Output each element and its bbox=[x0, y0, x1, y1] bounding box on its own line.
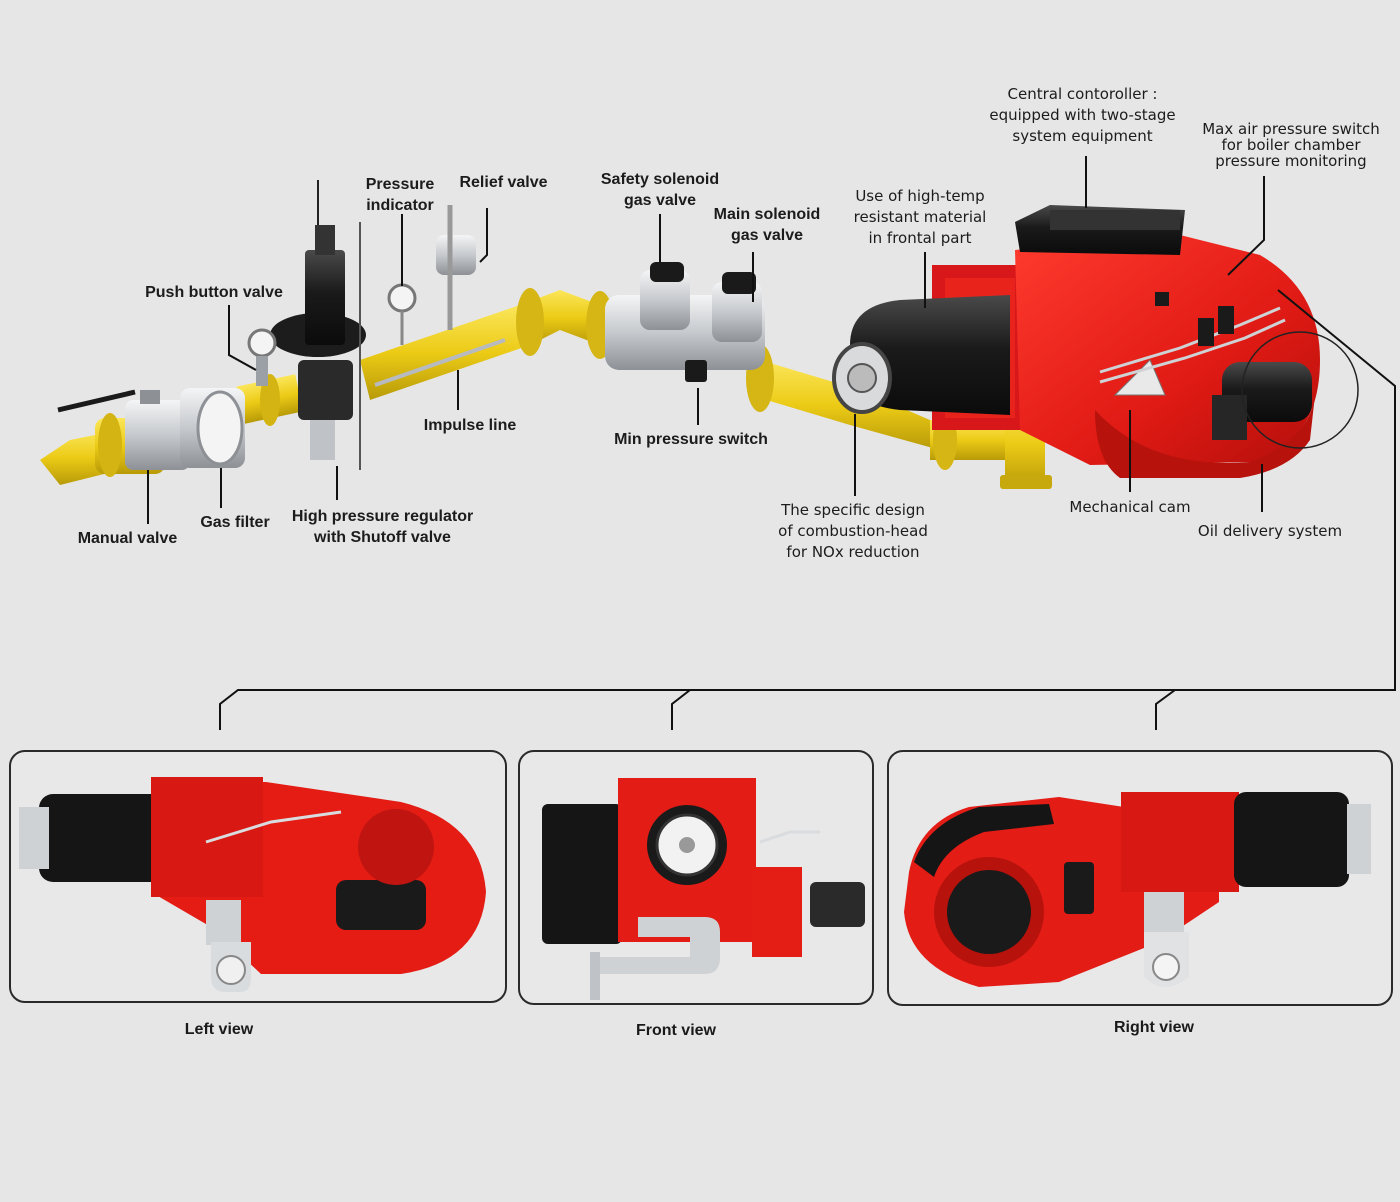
label-oil-delivery: Oil delivery system bbox=[1197, 522, 1343, 540]
gas-filter bbox=[180, 388, 245, 468]
burner-body bbox=[832, 205, 1359, 478]
caption-left-view: Left view bbox=[184, 1021, 254, 1038]
manual-valve bbox=[57, 389, 190, 470]
label-relief-valve: Relief valve bbox=[459, 174, 548, 191]
pressure-regulator bbox=[270, 180, 366, 470]
solenoid-valves bbox=[605, 262, 765, 382]
right-view-panel bbox=[887, 750, 1393, 1006]
caption-right-view: Right view bbox=[1113, 1019, 1194, 1036]
label-mechanical-cam: Mechanical cam bbox=[1069, 498, 1191, 516]
label-regulator: High pressure regulator with Shutoff val… bbox=[291, 508, 474, 546]
right-view-illustration bbox=[904, 792, 1371, 987]
left-view-panel bbox=[9, 750, 507, 1003]
caption-front-view: Front view bbox=[635, 1022, 716, 1039]
label-manual-valve: Manual valve bbox=[77, 530, 178, 547]
leader-lines bbox=[147, 156, 1396, 730]
label-main-solenoid: Main solenoid gas valve bbox=[713, 206, 821, 244]
relief-valve bbox=[436, 205, 476, 330]
impulse-line bbox=[374, 338, 506, 387]
label-impulse-line: Impulse line bbox=[423, 417, 517, 434]
left-view-illustration bbox=[19, 777, 486, 992]
push-button-valve bbox=[247, 328, 277, 386]
label-combustion-head: The specific design of combustion-head f… bbox=[778, 501, 928, 561]
label-gas-filter: Gas filter bbox=[200, 514, 270, 531]
label-safety-solenoid: Safety solenoid gas valve bbox=[600, 171, 720, 209]
label-pressure-indicator: Pressure indicator bbox=[365, 176, 435, 214]
label-central-controller: Central contoroller : equipped with two-… bbox=[989, 85, 1176, 145]
label-max-air-pressure: Max air pressure switch for boiler chamb… bbox=[1202, 120, 1380, 170]
label-push-button-valve: Push button valve bbox=[145, 284, 283, 301]
pressure-gauge bbox=[387, 283, 417, 345]
front-view-illustration bbox=[542, 778, 865, 1000]
label-high-temp: Use of high-temp resistant material in f… bbox=[853, 187, 987, 247]
front-view-panel bbox=[518, 750, 874, 1005]
label-min-pressure-switch: Min pressure switch bbox=[614, 431, 768, 448]
